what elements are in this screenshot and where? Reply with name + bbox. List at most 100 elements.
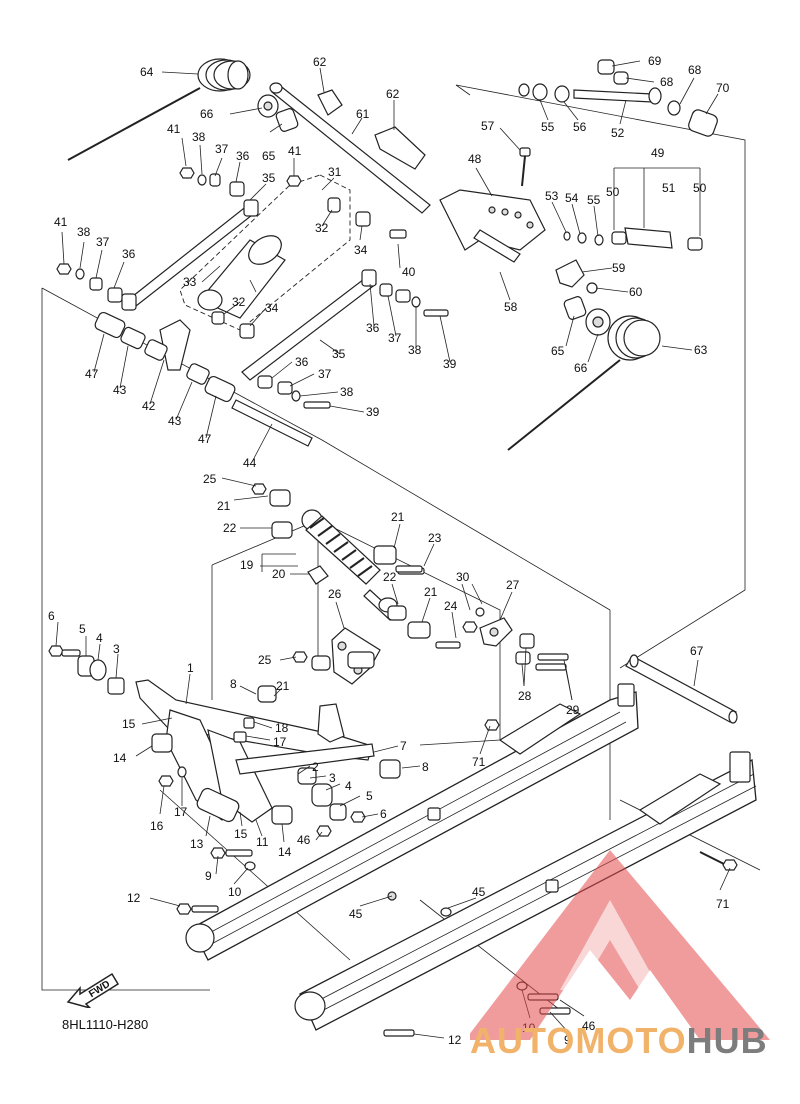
callout-59: 59	[612, 261, 626, 275]
callout-45: 45	[472, 885, 486, 899]
callout-39: 39	[443, 357, 457, 371]
bushings-lower-cluster	[257, 375, 331, 409]
tensioner-parts-53-56	[518, 59, 718, 246]
rear-shock-19	[301, 509, 398, 621]
callout-35: 35	[332, 347, 346, 361]
torsion-spring-right	[507, 296, 661, 451]
callout-43: 43	[168, 414, 182, 428]
callout-55: 55	[541, 120, 555, 134]
callout-13: 13	[190, 837, 204, 851]
bushings-mid-cluster	[211, 269, 449, 339]
bushings-right-upper	[286, 175, 407, 239]
bushings-upper-cluster	[179, 167, 259, 217]
callout-23: 23	[428, 531, 442, 545]
callout-62: 62	[313, 55, 327, 69]
bracket-48	[439, 189, 546, 263]
callout-60: 60	[629, 285, 643, 299]
callout-37: 37	[96, 235, 110, 249]
callout-69: 69	[648, 54, 662, 68]
callout-47: 47	[85, 367, 99, 381]
callout-63: 63	[694, 343, 708, 357]
bracket-59	[555, 259, 598, 294]
callout-46: 46	[582, 1019, 596, 1033]
callout-4: 4	[345, 779, 352, 793]
callout-15: 15	[234, 827, 248, 841]
callout-39: 39	[366, 405, 380, 419]
callout-70: 70	[716, 81, 730, 95]
callout-56: 56	[573, 120, 587, 134]
callout-17: 17	[174, 805, 188, 819]
callout-51: 51	[662, 181, 676, 195]
callout-21: 21	[424, 585, 438, 599]
callout-65: 65	[551, 344, 565, 358]
callout-8: 8	[422, 760, 429, 774]
callout-50: 50	[693, 181, 707, 195]
fwd-arrow-icon: FWD	[66, 972, 120, 1008]
callout-25: 25	[258, 653, 272, 667]
callout-1: 1	[187, 661, 194, 675]
callout-18: 18	[275, 721, 289, 735]
callout-43: 43	[113, 383, 127, 397]
callout-21: 21	[217, 499, 231, 513]
callout-22: 22	[383, 570, 397, 584]
callout-44: 44	[243, 456, 257, 470]
callout-37: 37	[388, 331, 402, 345]
cap-62-b	[374, 126, 426, 170]
callout-37: 37	[215, 142, 229, 156]
collar-65-left	[275, 108, 299, 132]
callout-26: 26	[328, 587, 342, 601]
callout-66: 66	[200, 107, 214, 121]
callout-14: 14	[113, 751, 127, 765]
callout-35: 35	[262, 171, 276, 185]
bushings-left-cluster	[56, 263, 137, 311]
callout-45: 45	[349, 907, 363, 921]
callout-31: 31	[328, 165, 342, 179]
callout-46: 46	[297, 833, 311, 847]
callout-54: 54	[565, 191, 579, 205]
callout-62: 62	[386, 87, 400, 101]
callout-7: 7	[400, 739, 407, 753]
callout-36: 36	[236, 149, 250, 163]
callout-12: 12	[127, 891, 141, 905]
callout-68: 68	[688, 63, 702, 77]
callout-57: 57	[481, 119, 495, 133]
callout-38: 38	[408, 343, 422, 357]
callout-37: 37	[318, 367, 332, 381]
link-hardware-28-30	[462, 607, 569, 671]
callout-33: 33	[183, 275, 197, 289]
front-axle-parts	[94, 311, 313, 447]
callout-58: 58	[504, 300, 518, 314]
callout-12: 12	[448, 1033, 462, 1047]
adjuster-49	[611, 167, 703, 251]
callout-41: 41	[54, 215, 68, 229]
callout-55: 55	[587, 193, 601, 207]
callout-27: 27	[506, 578, 520, 592]
callout-42: 42	[142, 399, 156, 413]
callout-34: 34	[265, 301, 279, 315]
callout-32: 32	[232, 295, 246, 309]
callout-15: 15	[122, 717, 136, 731]
callout-49: 49	[651, 146, 665, 160]
callout-6: 6	[380, 807, 387, 821]
shaft-61	[269, 82, 431, 214]
front-arm-hardware	[48, 645, 401, 915]
rail-left	[185, 683, 639, 961]
callout-29: 29	[566, 703, 580, 717]
shock-33	[197, 235, 286, 319]
callout-19: 19	[240, 558, 254, 572]
callout-38: 38	[192, 130, 206, 144]
callout-40: 40	[402, 265, 416, 279]
callout-4: 4	[96, 631, 103, 645]
watermark-text-1: AUTOMOTO	[470, 1020, 687, 1061]
callout-38: 38	[77, 225, 91, 239]
callout-66: 66	[574, 361, 588, 375]
callout-36: 36	[366, 321, 380, 335]
watermark-text: AUTOMOTOHUB	[470, 1020, 768, 1062]
callout-24: 24	[444, 599, 458, 613]
callout-25: 25	[203, 472, 217, 486]
callout-71: 71	[472, 755, 486, 769]
callout-34: 34	[354, 243, 368, 257]
callout-8: 8	[230, 677, 237, 691]
bolts-71	[484, 719, 738, 871]
